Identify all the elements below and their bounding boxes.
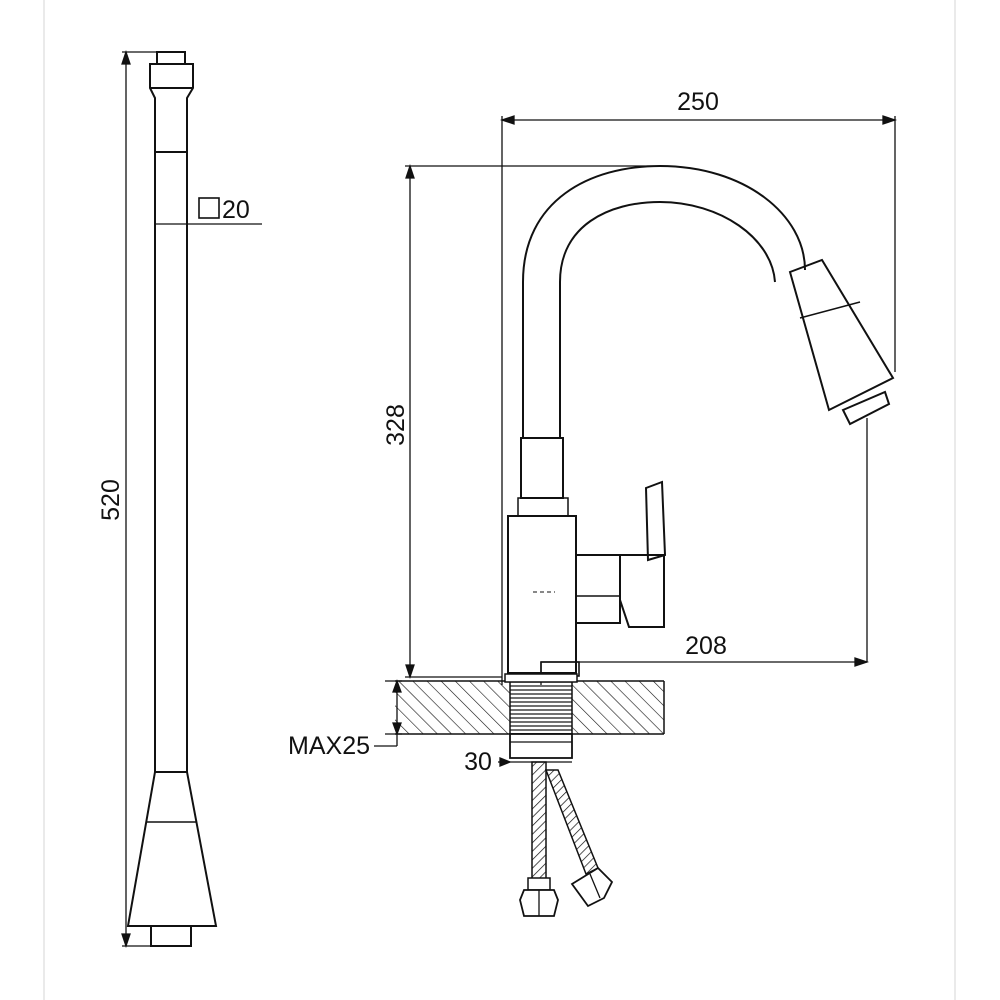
hose-top-connector — [149, 63, 194, 153]
handle-base — [619, 554, 665, 628]
threaded-shank — [509, 680, 573, 735]
overall-height-dimension — [405, 163, 660, 680]
handle-lever — [644, 480, 667, 562]
supply-hoses — [519, 761, 614, 917]
spray-head — [788, 258, 895, 412]
hose-nozzle-cone — [126, 771, 218, 927]
faucet-body — [507, 437, 667, 677]
max-thickness-label: MAX25 — [288, 732, 370, 760]
hose-side-view — [126, 51, 218, 947]
square-icon — [198, 197, 220, 219]
hose-section-dimension — [155, 197, 262, 225]
spray-head-tip — [841, 390, 891, 426]
overall-height-label: 328 — [382, 404, 410, 446]
mount-hole-label: 30 — [464, 748, 492, 776]
spout-reach-label: 208 — [685, 632, 727, 660]
mounting-nut — [509, 733, 573, 759]
hose-bottom-cap — [150, 925, 192, 947]
hose-length-dimension — [121, 49, 157, 949]
hose-top-cap — [156, 51, 186, 65]
gooseneck-spout — [522, 164, 895, 438]
hose-nut-right — [570, 866, 614, 908]
overall-reach-label: 250 — [677, 88, 719, 116]
max-thickness-dimension — [374, 679, 402, 747]
hose-section-label: 20 — [222, 196, 250, 224]
hose-length-label: 520 — [97, 479, 125, 521]
overall-reach-dimension — [499, 115, 898, 685]
countertop-section — [395, 673, 665, 735]
